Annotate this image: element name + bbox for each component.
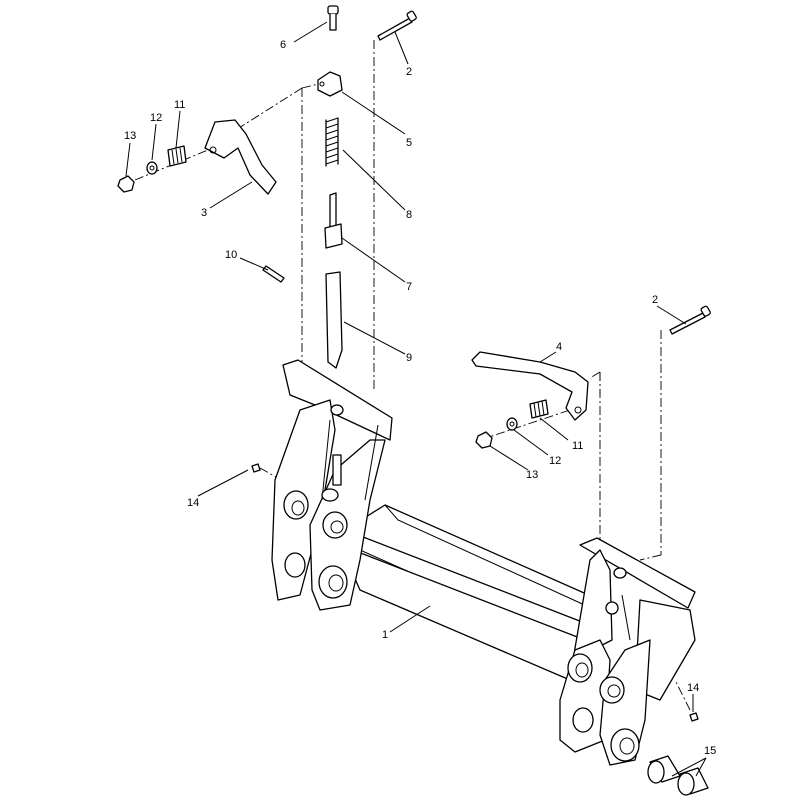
part-2-bolt-right xyxy=(669,305,711,335)
part-5-pivot-block xyxy=(317,71,343,97)
part-12-washer-right xyxy=(506,417,518,431)
leader-lines xyxy=(125,21,707,777)
callout-14-right: 14 xyxy=(687,682,699,694)
part-12-washer-left xyxy=(146,161,158,175)
callout-4: 4 xyxy=(556,341,562,353)
callout-15: 15 xyxy=(704,745,716,757)
callout-8: 8 xyxy=(406,209,412,221)
callout-11-left: 11 xyxy=(174,99,185,111)
part-6-pin xyxy=(327,5,339,31)
part-8-spring xyxy=(325,117,339,167)
callout-6: 6 xyxy=(280,39,286,51)
callout-10: 10 xyxy=(225,249,237,261)
part-2-bolt-upper xyxy=(377,10,417,41)
callout-labels: 1 2 2 3 4 5 6 7 8 9 10 11 11 12 12 13 13… xyxy=(124,39,716,757)
callout-12-left: 12 xyxy=(150,112,162,124)
callout-13-left: 13 xyxy=(124,130,136,142)
callout-13-right: 13 xyxy=(526,469,538,481)
part-3-left-lever xyxy=(204,119,277,195)
callout-2-right: 2 xyxy=(652,294,658,306)
part-14-fitting-right xyxy=(689,712,699,722)
callout-7: 7 xyxy=(406,281,412,293)
part-4-right-lever xyxy=(471,351,589,421)
callout-2-upper: 2 xyxy=(406,66,412,78)
part-7-plunger xyxy=(324,192,343,249)
main-frame-assembly xyxy=(271,359,696,766)
part-9-latch-bar xyxy=(325,271,343,369)
assembly-center-lines xyxy=(134,40,691,711)
callout-11-right: 11 xyxy=(572,440,583,452)
part-14-fitting-left xyxy=(251,463,261,473)
callout-12-right: 12 xyxy=(549,455,561,467)
part-10-roll-pin xyxy=(262,265,285,283)
part-13-nut-left xyxy=(117,175,135,193)
part-13-nut-right xyxy=(475,431,493,449)
callout-3: 3 xyxy=(201,207,207,219)
part-11-spring-right xyxy=(529,399,549,419)
callout-1: 1 xyxy=(382,629,388,641)
callout-9: 9 xyxy=(406,352,412,364)
part-11-spring-left xyxy=(167,145,187,167)
callout-5: 5 xyxy=(406,137,412,149)
callout-14-left: 14 xyxy=(187,497,199,509)
